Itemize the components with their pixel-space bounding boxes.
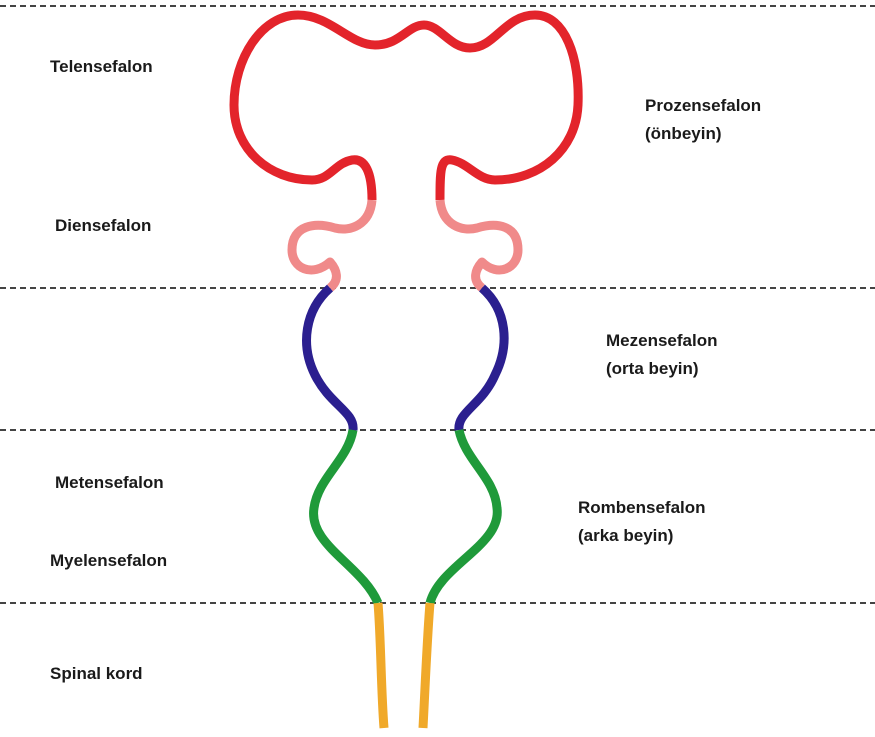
label-diencephalon: Diensefalon — [55, 212, 151, 240]
label-rhombencephalon: Rombensefalon (arka beyin) — [578, 494, 706, 550]
rhombencephalon-outline-left — [314, 430, 378, 603]
mesencephalon-outline-right — [459, 288, 504, 430]
telencephalon-outline — [234, 15, 578, 200]
spinal-cord-outline-left — [378, 603, 384, 728]
label-rhombencephalon-name: Rombensefalon — [578, 494, 706, 522]
label-spinal-cord: Spinal kord — [50, 660, 143, 688]
label-mesencephalon-name: Mezensefalon — [606, 327, 717, 355]
label-metencephalon: Metensefalon — [55, 469, 164, 497]
label-prosencephalon-name: Prozensefalon — [645, 92, 761, 120]
rhombencephalon-outline-right — [430, 430, 497, 603]
mesencephalon-outline-left — [307, 288, 354, 430]
label-myelencephalon: Myelensefalon — [50, 547, 167, 575]
label-prosencephalon: Prozensefalon (önbeyin) — [645, 92, 761, 148]
label-prosencephalon-gloss: (önbeyin) — [645, 120, 761, 148]
label-rhombencephalon-gloss: (arka beyin) — [578, 522, 706, 550]
spinal-cord-outline-right — [423, 603, 430, 728]
label-mesencephalon: Mezensefalon (orta beyin) — [606, 327, 717, 383]
diencephalon-outline-right — [440, 200, 518, 288]
label-telencephalon: Telensefalon — [50, 53, 153, 81]
label-mesencephalon-gloss: (orta beyin) — [606, 355, 717, 383]
diencephalon-outline-left — [292, 200, 372, 288]
